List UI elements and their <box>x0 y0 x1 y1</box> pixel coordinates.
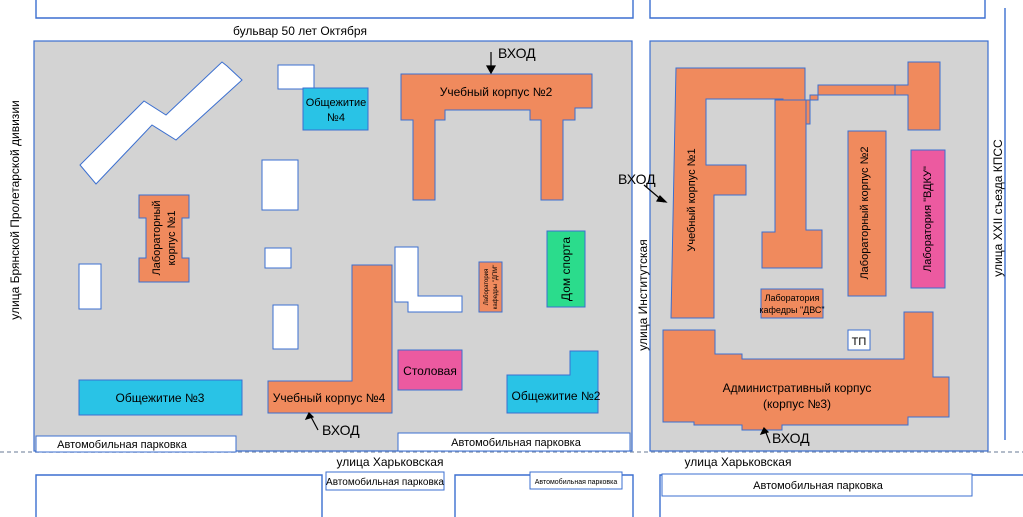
parking-label-4: Автомобильная парковка <box>535 478 618 486</box>
administrative-building[interactable] <box>662 311 950 431</box>
academic-building-2-label: Учебный корпус №2 <box>440 85 553 99</box>
lab-dpm[interactable] <box>478 261 503 313</box>
zigzag-building <box>79 61 243 185</box>
entrance-2-label: ВХОД <box>618 171 656 187</box>
lab-dvs[interactable] <box>760 288 824 319</box>
parking-area-2 <box>397 432 631 452</box>
lab-vdku[interactable] <box>910 149 946 289</box>
academic-building-4-label: Учебный корпус №4 <box>273 391 386 405</box>
parking-label-3: Автомобильная парковка <box>326 476 444 488</box>
unlabeled-buildings <box>78 61 463 350</box>
entrance-4-label: ВХОД <box>772 430 810 446</box>
parking-area-5 <box>661 473 973 497</box>
entrance-3-label: ВХОД <box>322 422 360 438</box>
entrance-4-arrow <box>759 426 770 435</box>
parking-areas <box>35 432 973 497</box>
dorm-4-label-1: Общежитие <box>306 97 367 109</box>
building-l-shape <box>394 246 463 313</box>
parking-label-5: Автомобильная парковка <box>753 480 884 492</box>
street-label-middle: улица Институтская <box>636 239 650 350</box>
parking-area-1 <box>35 435 237 453</box>
entrance-markers <box>304 52 771 444</box>
sport-hall-label: Дом спорта <box>559 237 573 301</box>
laboratory-building-2[interactable] <box>847 130 887 297</box>
entrance-3-arrow <box>304 411 315 420</box>
building-small-top <box>277 64 315 90</box>
building-center-3 <box>272 304 299 350</box>
parking-area-4 <box>529 471 623 490</box>
academic-building-1-wing[interactable] <box>761 99 823 269</box>
substation-tp-label: ТП <box>852 336 867 348</box>
entrance-1-arrow <box>485 65 497 75</box>
entrance-2-arrow <box>656 195 668 203</box>
laboratory-building-1-label-2: корпус №1 <box>166 211 178 266</box>
road-outline-top-left <box>35 0 634 19</box>
laboratory-building-1-label-1: Лабораторный <box>151 200 163 275</box>
sport-hall[interactable] <box>546 230 586 308</box>
substation-tp[interactable] <box>847 329 871 351</box>
dorm-2[interactable] <box>506 350 599 414</box>
laboratory-building-1[interactable] <box>138 194 190 283</box>
laboratory-building-2-label: Лабораторный корпус №2 <box>859 146 871 279</box>
parking-area-3 <box>325 471 445 491</box>
lab-vdku-label: Лаборатория "ВДКУ" <box>922 166 934 272</box>
road-outline-top-right <box>649 0 986 19</box>
dorm-3-label: Общежитие №3 <box>116 391 205 405</box>
dorm-4[interactable] <box>302 87 369 131</box>
street-label-bottom-left: улица Харьковская <box>337 455 444 469</box>
building-center-1 <box>261 159 299 211</box>
academic-building-4[interactable] <box>267 264 393 414</box>
dorm-3[interactable] <box>78 379 243 416</box>
administrative-building-label-2: (корпус №3) <box>763 397 831 411</box>
academic-building-2[interactable] <box>400 73 593 201</box>
street-label-right: улица XXII съезда КПСС <box>991 139 1005 277</box>
street-label-bottom-right: улица Харьковская <box>685 455 792 469</box>
street-label-left: улица Брянской Пролетарской дивизии <box>8 100 22 319</box>
parking-label-1: Автомобильная парковка <box>57 439 188 451</box>
entrance-1-label: ВХОД <box>498 45 536 61</box>
dorm-2-label: Общежитие №2 <box>512 389 601 403</box>
lab-dpm-label-1: Лаборатория <box>484 269 490 306</box>
academic-building-1-northeast[interactable] <box>894 61 941 131</box>
building-left-1 <box>78 263 102 310</box>
canteen[interactable] <box>397 349 463 391</box>
street-label-top: бульвар 50 лет Октября <box>233 24 367 38</box>
road-outline-bottom-left <box>35 474 323 517</box>
lab-dvs-label-2: кафедры "ДВС" <box>759 305 824 315</box>
lab-dpm-label-2: кафедры "ДПМ" <box>493 265 499 310</box>
dorm-4-label-2: №4 <box>327 112 345 124</box>
administrative-building-label-1: Административный корпус <box>723 381 872 395</box>
building-center-2 <box>264 247 292 269</box>
academic-building-1-label: Учебный корпус №1 <box>686 148 698 251</box>
canteen-label: Столовая <box>403 364 457 378</box>
lab-dvs-label-1: Лаборатория <box>765 293 820 303</box>
parking-label-2: Автомобильная парковка <box>451 437 582 449</box>
